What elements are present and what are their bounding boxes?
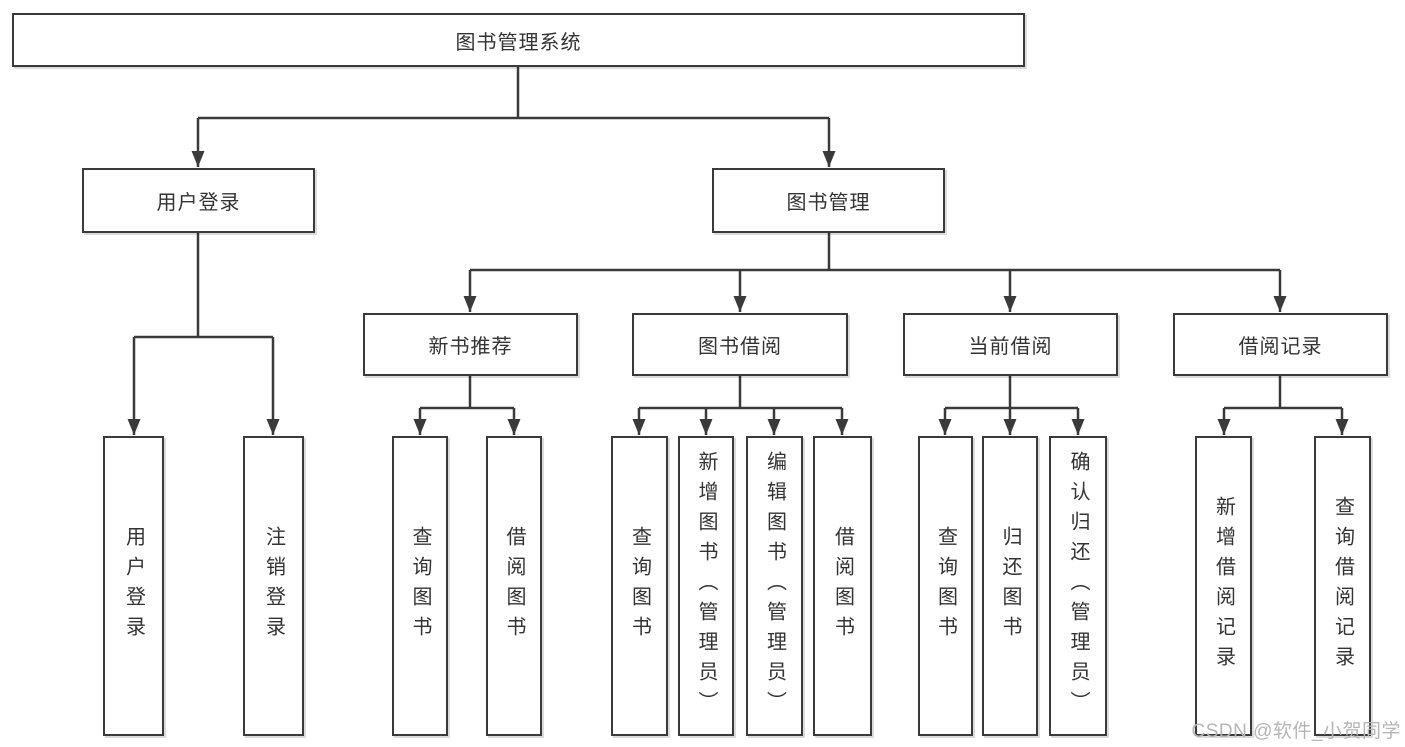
leaf-add-book-admin: 新增图书（管理员） [678, 436, 734, 736]
leaf-confirm-return-admin: 确认归还（管理员） [1049, 436, 1107, 736]
node-current-borrow-label: 当前借阅 [968, 336, 1053, 358]
node-book-management-label: 图书管理 [786, 192, 871, 214]
leaf-edit-book-admin: 编辑图书（管理员） [746, 436, 803, 736]
node-new-book-recommend-label: 新书推荐 [428, 336, 513, 358]
node-book-borrow-label: 图书借阅 [698, 336, 782, 358]
leaf-borrow-book-2-label: 借阅图书 [831, 526, 854, 646]
leaf-query-book-3: 查询图书 [918, 436, 973, 736]
leaf-query-book-2-label: 查询图书 [628, 526, 651, 646]
leaf-add-book-admin-label: 新增图书（管理员） [695, 451, 717, 721]
node-book-borrow: 图书借阅 [632, 313, 848, 376]
node-user-login: 用户登录 [82, 168, 315, 233]
leaf-borrow-book-2: 借阅图书 [813, 436, 872, 736]
leaf-borrow-book-1: 借阅图书 [486, 436, 542, 736]
leaf-logout-label: 注销登录 [262, 526, 285, 646]
node-root-system: 图书管理系统 [12, 13, 1025, 67]
leaf-query-borrow-record: 查询借阅记录 [1314, 436, 1371, 736]
leaf-query-book-1-label: 查询图书 [409, 526, 431, 646]
node-user-login-label: 用户登录 [156, 192, 241, 214]
node-book-management: 图书管理 [712, 168, 945, 233]
leaf-return-book: 归还图书 [982, 436, 1038, 736]
leaf-user-login-label: 用户登录 [122, 526, 145, 646]
node-borrow-record: 借阅记录 [1173, 313, 1388, 376]
leaf-add-borrow-record-label: 新增借阅记录 [1212, 496, 1235, 676]
node-current-borrow: 当前借阅 [903, 313, 1118, 376]
leaf-query-book-1: 查询图书 [392, 436, 448, 736]
node-root-system-label: 图书管理系统 [455, 31, 582, 54]
leaf-edit-book-admin-label: 编辑图书（管理员） [763, 451, 786, 721]
leaf-query-borrow-record-label: 查询借阅记录 [1331, 496, 1354, 676]
node-new-book-recommend: 新书推荐 [363, 313, 578, 376]
leaf-borrow-book-1-label: 借阅图书 [503, 526, 525, 646]
leaf-return-book-label: 归还图书 [999, 526, 1021, 646]
leaf-query-book-2: 查询图书 [611, 436, 668, 736]
leaf-logout: 注销登录 [243, 436, 304, 736]
leaf-confirm-return-admin-label: 确认归还（管理员） [1067, 451, 1089, 721]
csdn-watermark: CSDN @软件_小贺同学 [1191, 721, 1401, 742]
node-borrow-record-label: 借阅记录 [1238, 336, 1323, 358]
leaf-user-login: 用户登录 [103, 436, 164, 736]
leaf-add-borrow-record: 新增借阅记录 [1195, 436, 1252, 736]
leaf-query-book-3-label: 查询图书 [934, 526, 957, 646]
